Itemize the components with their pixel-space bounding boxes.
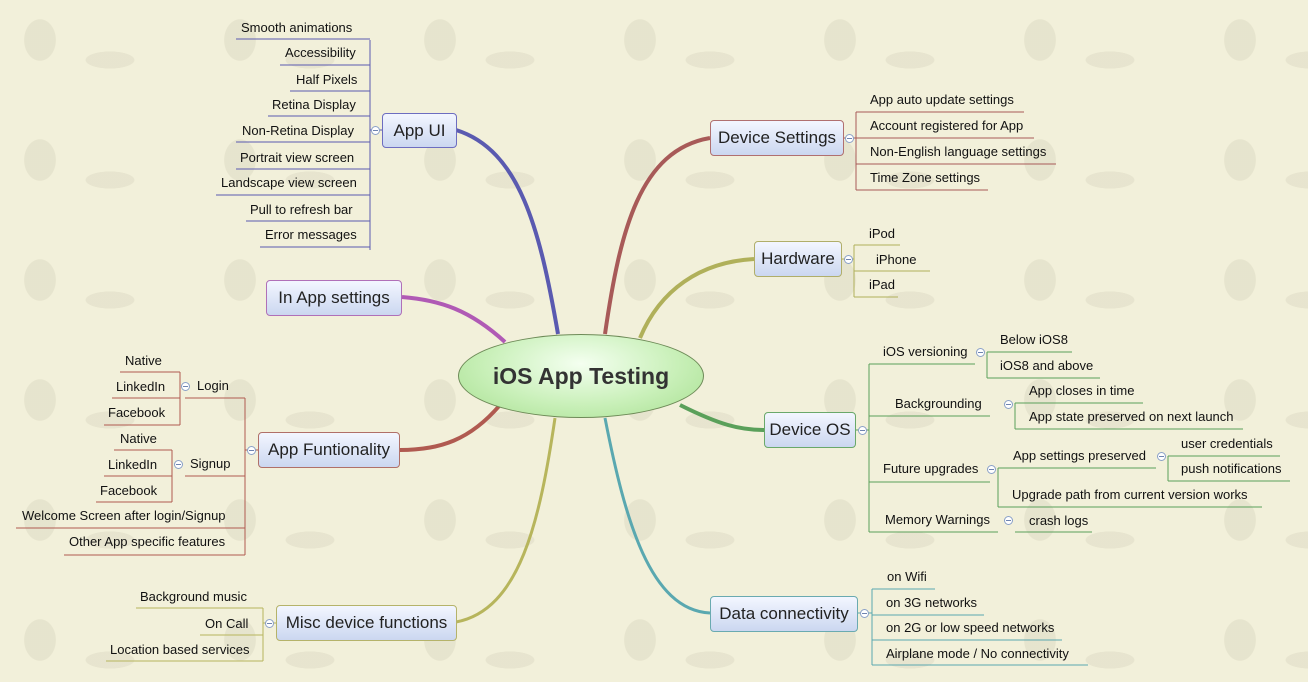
topic-app-functionality[interactable]: App Funtionality bbox=[258, 432, 400, 468]
leaf-smooth-animations[interactable]: Smooth animations bbox=[241, 20, 353, 35]
leaf-below-ios8[interactable]: Below iOS8 bbox=[1000, 332, 1068, 347]
collapse-toggle-icon[interactable] bbox=[247, 446, 256, 455]
leaf-ios8-above[interactable]: iOS8 and above bbox=[1000, 358, 1094, 373]
collapse-toggle-icon[interactable] bbox=[987, 465, 996, 474]
leaf-background-music[interactable]: Background music bbox=[140, 589, 247, 604]
leaf-pull-to-refresh[interactable]: Pull to refresh bar bbox=[250, 202, 353, 217]
leaf-accessibility[interactable]: Accessibility bbox=[285, 45, 356, 60]
topic-data-connectivity[interactable]: Data connectivity bbox=[710, 596, 858, 632]
topic-in-app-settings[interactable]: In App settings bbox=[266, 280, 402, 316]
leaf-signup-facebook[interactable]: Facebook bbox=[100, 483, 158, 498]
topic-app-ui[interactable]: App UI bbox=[382, 113, 457, 148]
leaf-login-facebook[interactable]: Facebook bbox=[108, 405, 166, 420]
collapse-toggle-icon[interactable] bbox=[371, 126, 380, 135]
collapse-toggle-icon[interactable] bbox=[181, 382, 190, 391]
collapse-toggle-icon[interactable] bbox=[1004, 400, 1013, 409]
leaf-on-call[interactable]: On Call bbox=[205, 616, 249, 631]
leaf-upgrade-path[interactable]: Upgrade path from current version works bbox=[1012, 487, 1248, 502]
leaf-state-preserved[interactable]: App state preserved on next launch bbox=[1029, 409, 1234, 424]
subtopic-backgrounding[interactable]: Backgrounding bbox=[895, 396, 982, 411]
leaf-location-services[interactable]: Location based services bbox=[110, 642, 250, 657]
leaf-ipod[interactable]: iPod bbox=[869, 226, 896, 241]
branch-data bbox=[603, 417, 711, 615]
leaf-airplane-mode[interactable]: Airplane mode / No connectivity bbox=[886, 646, 1069, 661]
branch-app-ui bbox=[455, 128, 560, 335]
leaf-wifi[interactable]: on Wifi bbox=[887, 569, 927, 584]
leaf-retina-display[interactable]: Retina Display bbox=[272, 97, 356, 112]
branch-app-functionality bbox=[399, 403, 502, 452]
topic-device-os[interactable]: Device OS bbox=[764, 412, 856, 448]
collapse-toggle-icon[interactable] bbox=[1004, 516, 1013, 525]
collapse-toggle-icon[interactable] bbox=[976, 348, 985, 357]
leaf-auto-update[interactable]: App auto update settings bbox=[870, 92, 1014, 107]
leaf-push-notifications[interactable]: push notifications bbox=[1181, 461, 1282, 476]
leaf-non-retina-display[interactable]: Non-Retina Display bbox=[242, 123, 354, 138]
leaf-time-zone[interactable]: Time Zone settings bbox=[870, 170, 981, 185]
leaf-signup-linkedin[interactable]: LinkedIn bbox=[108, 457, 158, 472]
subtopic-signup[interactable]: Signup bbox=[190, 456, 231, 471]
branch-misc bbox=[455, 417, 557, 624]
topic-device-settings[interactable]: Device Settings bbox=[710, 120, 844, 156]
leaf-ipad[interactable]: iPad bbox=[869, 277, 896, 292]
topic-hardware[interactable]: Hardware bbox=[754, 241, 842, 277]
subtopic-memory-warnings[interactable]: Memory Warnings bbox=[885, 512, 990, 527]
leaf-welcome-screen[interactable]: Welcome Screen after login/Signup bbox=[22, 508, 226, 523]
collapse-toggle-icon[interactable] bbox=[844, 255, 853, 264]
subtopic-ios-versioning[interactable]: iOS versioning bbox=[883, 344, 968, 359]
leaf-login-linkedin[interactable]: LinkedIn bbox=[116, 379, 166, 394]
leaf-app-closes[interactable]: App closes in time bbox=[1029, 383, 1135, 398]
leaf-account-registered[interactable]: Account registered for App bbox=[870, 118, 1024, 133]
leaf-other-features[interactable]: Other App specific features bbox=[69, 534, 226, 549]
leaf-half-pixels[interactable]: Half Pixels bbox=[296, 72, 358, 87]
leaf-2g[interactable]: on 2G or low speed networks bbox=[886, 620, 1055, 635]
collapse-toggle-icon[interactable] bbox=[845, 134, 854, 143]
subtopic-settings-preserved[interactable]: App settings preserved bbox=[1013, 448, 1146, 463]
branch-device-settings bbox=[603, 136, 711, 335]
collapse-toggle-icon[interactable] bbox=[860, 609, 869, 618]
collapse-toggle-icon[interactable] bbox=[265, 619, 274, 628]
leaf-iphone[interactable]: iPhone bbox=[876, 252, 917, 267]
leaf-signup-native[interactable]: Native bbox=[120, 431, 157, 446]
collapse-toggle-icon[interactable] bbox=[1157, 452, 1166, 461]
branch-device-os bbox=[679, 403, 765, 432]
subtopic-future-upgrades[interactable]: Future upgrades bbox=[883, 461, 979, 476]
leaf-3g[interactable]: on 3G networks bbox=[886, 595, 978, 610]
collapse-toggle-icon[interactable] bbox=[858, 426, 867, 435]
leaf-user-credentials[interactable]: user credentials bbox=[1181, 436, 1273, 451]
branch-in-app-settings bbox=[401, 295, 507, 344]
collapse-toggle-icon[interactable] bbox=[174, 460, 183, 469]
leaf-portrait-view[interactable]: Portrait view screen bbox=[240, 150, 355, 165]
central-topic[interactable]: iOS App Testing bbox=[458, 334, 704, 418]
leaf-crash-logs[interactable]: crash logs bbox=[1029, 513, 1089, 528]
topic-misc-device-functions[interactable]: Misc device functions bbox=[276, 605, 457, 641]
leaf-login-native[interactable]: Native bbox=[125, 353, 162, 368]
branch-hardware bbox=[638, 257, 755, 339]
subtopic-login[interactable]: Login bbox=[197, 378, 229, 393]
leaf-error-messages[interactable]: Error messages bbox=[265, 227, 357, 242]
leaf-landscape-view[interactable]: Landscape view screen bbox=[221, 175, 357, 190]
leaf-non-english[interactable]: Non-English language settings bbox=[870, 144, 1047, 159]
